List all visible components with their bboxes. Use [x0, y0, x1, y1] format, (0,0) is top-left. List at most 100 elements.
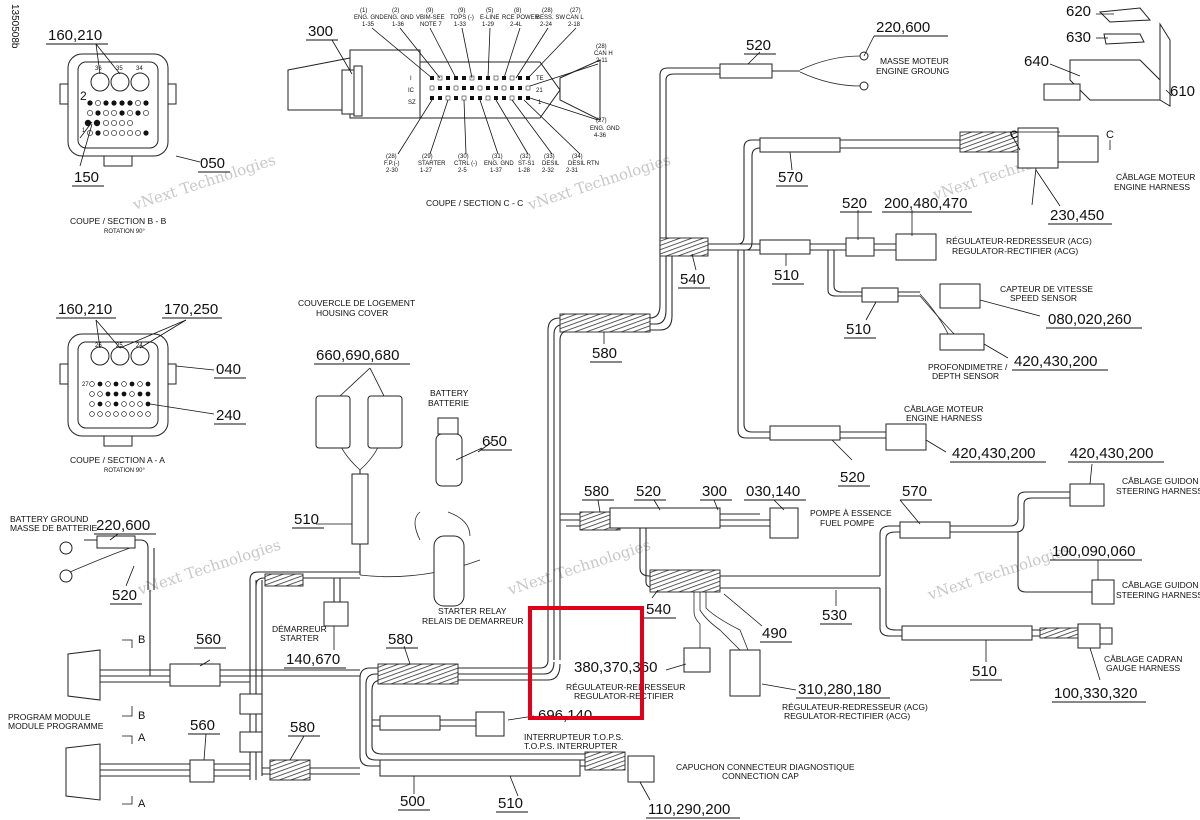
label-battery: BATTERY: [430, 388, 469, 398]
label-fuel-pump: POMPE À ESSENCE: [810, 508, 892, 518]
pin-label: F.P.(-): [384, 161, 400, 167]
callout-696-140: 696,140: [538, 707, 592, 724]
row-mark: TE: [536, 76, 544, 82]
watermark: vNext Technologies: [505, 536, 653, 599]
connector-section-b: 36 35 34 2 1: [59, 43, 201, 167]
pin-label: ENG. GND: [354, 15, 384, 21]
pin-index: (27): [596, 118, 607, 124]
pin-index: (31): [492, 154, 503, 160]
label-regulator-acg: REGULATOR-RECTIFIER (ACG): [952, 246, 1078, 256]
callout-160-210: 160,210: [48, 27, 102, 44]
label-regulator-acg: RÉGULATEUR-REDRESSEUR (ACG): [946, 236, 1092, 246]
label-battery: BATTERIE: [428, 398, 469, 408]
pin-label: 1-36: [392, 22, 405, 28]
pin-index: (34): [572, 154, 583, 160]
pin-number: 25: [116, 343, 123, 349]
label-connection-cap: CAPUCHON CONNECTEUR DIAGNOSTIQUE: [676, 762, 855, 772]
pin-index: (33): [544, 154, 555, 160]
section-marker-c: C: [1106, 129, 1114, 141]
label-starter: DÉMARREUR: [272, 624, 327, 634]
callout-420-430-200: 420,430,200: [952, 445, 1035, 462]
label-starter-relay: RELAIS DE DEMARREUR: [422, 616, 524, 626]
pin-side-mark: 27: [82, 382, 89, 388]
section-a-rotation: ROTATION 90°: [104, 468, 145, 474]
row-mark: 1: [538, 100, 542, 106]
callout-220-600: 220,600: [96, 517, 150, 534]
pin-label: 2-32: [542, 168, 555, 174]
pin-number: 34: [136, 66, 143, 72]
callout-520: 520: [840, 469, 865, 486]
callout-650: 650: [482, 433, 507, 450]
pin-label: 2-30: [386, 168, 399, 174]
label-program-module: MODULE PROGRAMME: [8, 721, 104, 731]
label-steering-harness: STEERING HARNESS: [1116, 486, 1200, 496]
pin-label: ENG. GND: [484, 161, 514, 167]
pin-index: (9): [458, 8, 465, 14]
pin-label: 1-27: [420, 168, 433, 174]
label-starter: STARTER: [280, 633, 319, 643]
callout-160-210: 160,210: [58, 301, 112, 318]
pin-label: 2-24: [540, 22, 553, 28]
section-marker-c: C: [1010, 129, 1018, 141]
callout-040: 040: [216, 361, 241, 378]
pin-label: TOPS (-): [450, 15, 474, 21]
callout-240: 240: [216, 407, 241, 424]
section-b-title: COUPE / SECTION B - B: [70, 216, 167, 226]
callout-520: 520: [636, 483, 661, 500]
callout-300: 300: [702, 483, 727, 500]
highlight-box: [528, 606, 644, 720]
callout-660-690-680: 660,690,680: [316, 347, 399, 364]
callout-050: 050: [200, 155, 225, 172]
pin-index: (28): [542, 8, 553, 14]
watermark: vNext Technologies: [135, 536, 283, 599]
section-markers: B B A A C C: [122, 129, 1114, 810]
callout-500: 500: [400, 793, 425, 810]
callout-110-290-200: 110,290,200: [648, 801, 730, 818]
pin-label: E-LINE: [480, 15, 499, 21]
label-starter-relay: STARTER RELAY: [438, 606, 507, 616]
label-gauge-harness: GAUGE HARNESS: [1106, 663, 1180, 673]
label-engine-harness: ENGINE HARNESS: [1114, 182, 1190, 192]
pin-number: 36: [95, 66, 102, 72]
callout-570: 570: [778, 169, 803, 186]
label-regulator-acg: RÉGULATEUR-REDRESSEUR (ACG): [782, 702, 928, 712]
callout-610: 610: [1170, 83, 1195, 100]
pin-label: ENG. GND: [384, 15, 414, 21]
section-a-title: COUPE / SECTION A - A: [70, 455, 165, 465]
callout-540: 540: [680, 271, 705, 288]
pin-index: (30): [458, 154, 469, 160]
callout-570: 570: [902, 483, 927, 500]
pin-index: (28): [386, 154, 397, 160]
row-mark: IC: [408, 88, 415, 94]
row-mark: SZ: [408, 100, 416, 106]
callout-640: 640: [1024, 53, 1049, 70]
pin-number: 26: [95, 343, 102, 349]
label-fuel-pump: FUEL POMPE: [820, 518, 875, 528]
pin-label: 1-28: [518, 168, 531, 174]
section-marker-a: A: [138, 798, 146, 810]
callout-310-280-180: 310,280,180: [798, 681, 881, 698]
document-id: 1350508b: [9, 4, 20, 49]
watermark: vNext Technologies: [925, 541, 1073, 604]
callout-420-430-200: 420,430,200: [1014, 353, 1097, 370]
pin-index: (28): [596, 44, 607, 50]
label-regulator: REGULATOR-RECTIFIER: [574, 691, 674, 701]
row-mark: 21: [536, 88, 543, 94]
leader-lines: [109, 13, 1173, 801]
label-housing-cover: HOUSING COVER: [316, 308, 388, 318]
label-steering-harness: CÂBLAGE GUIDON: [1122, 580, 1199, 590]
pin-side-mark: 2: [80, 89, 87, 103]
pin-label: CAN H: [594, 51, 613, 57]
label-engine-harness: CÂBLAGE MOTEUR: [904, 404, 983, 414]
label-engine-ground: MASSE MOTEUR: [880, 56, 949, 66]
callout-560: 560: [190, 717, 215, 734]
callout-510: 510: [498, 795, 523, 812]
callout-510: 510: [774, 267, 799, 284]
label-regulator-acg: REGULATOR-RECTIFIER (ACG): [784, 711, 910, 721]
pin-label: NOTE 7: [420, 22, 442, 28]
pin-index: (1): [360, 8, 367, 14]
pin-label: VBIM-SEE: [416, 15, 445, 21]
callout-580: 580: [388, 631, 413, 648]
callout-510: 510: [846, 321, 871, 338]
label-gauge-harness: CÂBLAGE CADRAN: [1104, 654, 1182, 664]
